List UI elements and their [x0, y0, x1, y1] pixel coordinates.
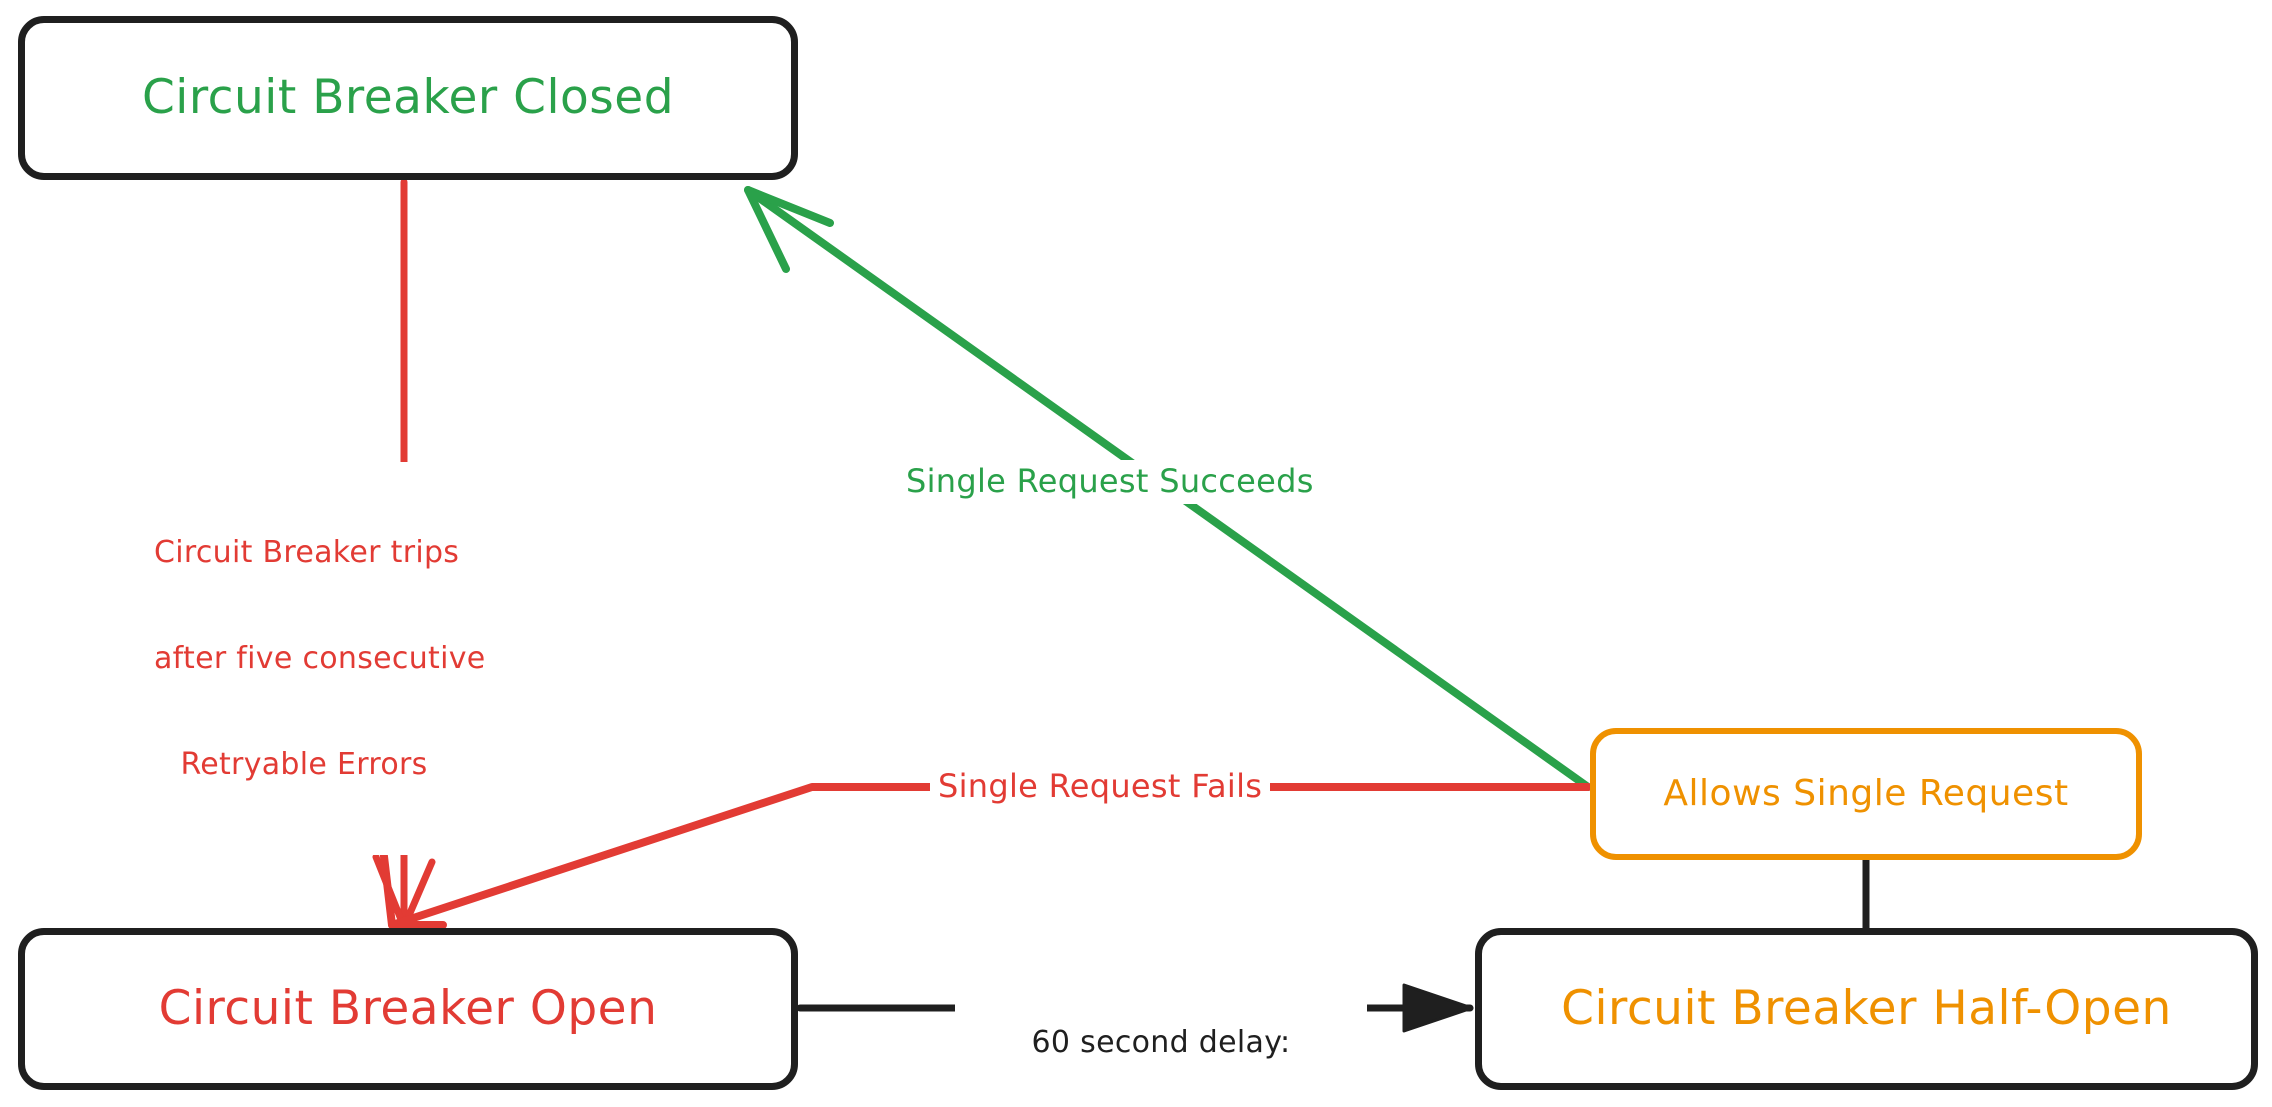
- node-allows-single-request[interactable]: Allows Single Request: [1590, 728, 2142, 860]
- edge-allows-to-open: [379, 783, 1592, 929]
- edge-open-to-halfopen: [796, 983, 1474, 1033]
- node-circuit-breaker-half-open[interactable]: Circuit Breaker Half-Open: [1475, 928, 2258, 1090]
- edge-label-line: after five consecutive: [154, 640, 486, 676]
- edge-label-line: Retryable Errors: [180, 747, 428, 783]
- edge-label-line: Circuit Breaker trips: [154, 534, 460, 570]
- node-label: Circuit Breaker Half-Open: [1561, 980, 2172, 1036]
- node-label: Circuit Breaker Closed: [141, 69, 675, 125]
- node-label: Circuit Breaker Open: [158, 980, 658, 1036]
- edge-label-circuit-breaker-trips: Circuit Breaker trips after five consecu…: [148, 462, 486, 856]
- node-label: Allows Single Request: [1663, 773, 2069, 815]
- edge-label-sixty-second-delay: 60 second delay: No requests allowed: [955, 952, 1367, 1107]
- edge-label-single-request-fails: Single Request Fails: [930, 765, 1271, 809]
- node-circuit-breaker-closed[interactable]: Circuit Breaker Closed: [18, 16, 798, 180]
- edge-label-single-request-succeeds: Single Request Succeeds: [896, 460, 1324, 504]
- node-circuit-breaker-open[interactable]: Circuit Breaker Open: [18, 928, 798, 1090]
- edge-label-line: 60 second delay:: [1031, 1024, 1291, 1060]
